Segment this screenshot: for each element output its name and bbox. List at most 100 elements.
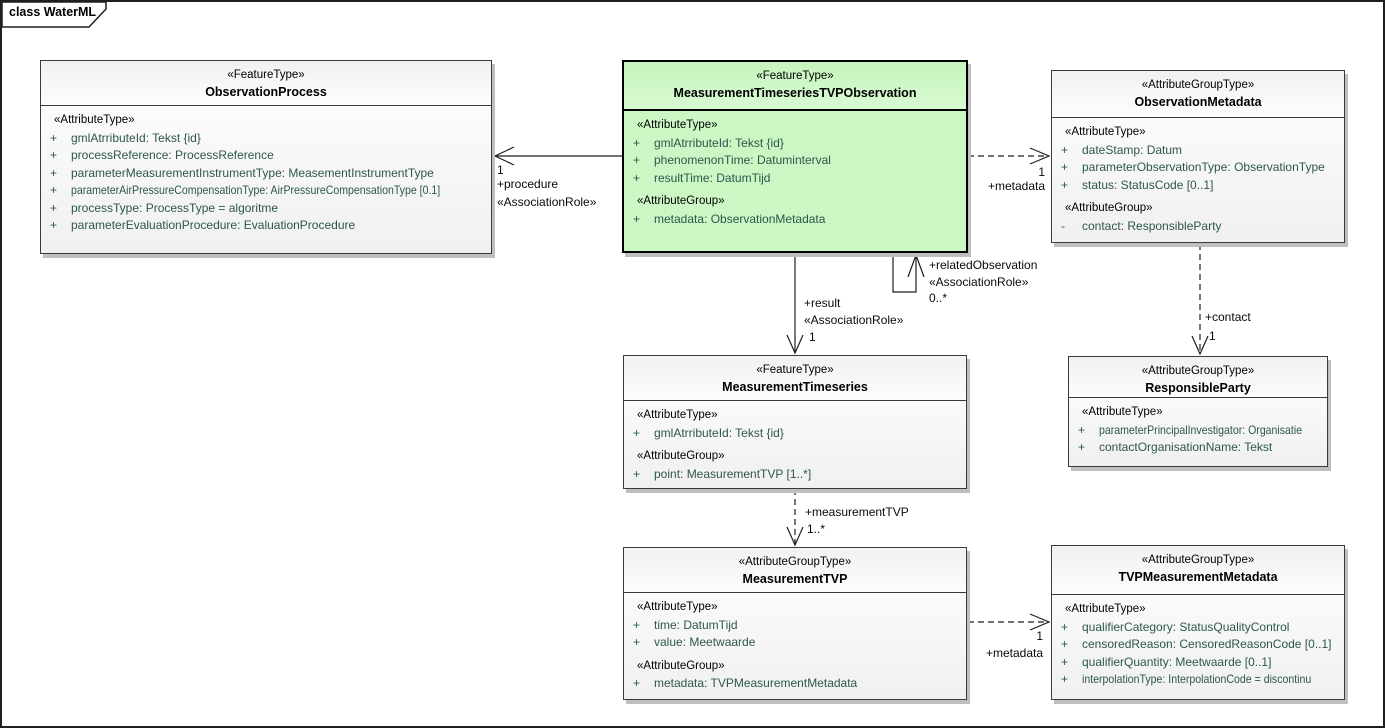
visibility: +: [50, 130, 58, 145]
connector-metadata-top[interactable]: [968, 147, 1051, 165]
class-measurement-timeseries-tvp-observation[interactable]: «FeatureType» MeasurementTimeseriesTVPOb…: [622, 60, 968, 253]
class-header: «AttributeGroupType» ObservationMetadata: [1052, 71, 1344, 118]
class-stereotype: «AttributeGroupType»: [1141, 365, 1255, 377]
class-name: ObservationProcess: [205, 85, 327, 99]
section-heading: «AttributeType»: [637, 119, 718, 131]
attributes-compartment: «AttributeType» +qualifierCategory: Stat…: [1052, 595, 1344, 689]
connector-related-observation[interactable]: [892, 253, 925, 293]
attribute-row[interactable]: +censoredReason: CensoredReasonCode [0..…: [1052, 636, 1344, 654]
attribute-row[interactable]: +parameterEvaluationProcedure: Evaluatio…: [41, 217, 491, 235]
visibility: +: [633, 211, 641, 226]
attributes-compartment: «AttributeType» +dateStamp: Datum +param…: [1052, 118, 1344, 235]
attribute-row[interactable]: +resultTime: DatumTijd: [624, 170, 966, 188]
attribute-text: gmlAtrributeId: Tekst {id}: [654, 135, 784, 150]
metadata-bottom-role-label: +metadata: [985, 646, 1043, 660]
open-arrowhead-icon: [786, 334, 804, 355]
measurement-tvp-multiplicity: 1..*: [807, 522, 826, 536]
attribute-row[interactable]: +qualifierQuantity: Meetwaarde [0..1]: [1052, 654, 1344, 672]
class-measurement-tvp[interactable]: «AttributeGroupType» MeasurementTVP «Att…: [623, 547, 967, 700]
attribute-text: interpolationType: InterpolationCode = d…: [1082, 672, 1312, 686]
section-heading: «AttributeGroup»: [637, 450, 725, 462]
attribute-row[interactable]: +gmlAtrributeId: Tekst {id}: [624, 425, 966, 443]
class-stereotype: «FeatureType»: [227, 69, 305, 81]
open-arrowhead-icon: [1029, 613, 1051, 631]
attribute-text: value: Meetwaarde: [654, 635, 756, 649]
attributes-compartment: «AttributeType» +parameterPrincipalInves…: [1069, 398, 1327, 457]
attribute-row[interactable]: -contact: ResponsibleParty: [1052, 218, 1344, 236]
visibility: +: [50, 148, 58, 162]
section-heading: «AttributeType»: [637, 601, 718, 613]
contact-multiplicity: 1: [1209, 329, 1216, 343]
attribute-row[interactable]: +status: StatusCode [0..1]: [1052, 177, 1344, 195]
connector-metadata-bottom[interactable]: [968, 613, 1051, 631]
attribute-row[interactable]: +point: MeasurementTVP [1..*]: [624, 466, 966, 484]
attribute-row[interactable]: +parameterMeasurementInstrumentType: Mea…: [41, 165, 491, 183]
visibility: +: [633, 425, 641, 440]
contact-role-label: +contact: [1205, 310, 1251, 324]
class-stereotype: «FeatureType»: [756, 364, 834, 376]
connector-measurement-tvp[interactable]: [786, 489, 804, 547]
attribute-row[interactable]: +dateStamp: Datum: [1052, 142, 1344, 160]
attribute-text: contact: ResponsibleParty: [1082, 218, 1222, 233]
class-observation-process[interactable]: «FeatureType» ObservationProcess «Attrib…: [40, 60, 492, 254]
class-observation-metadata[interactable]: «AttributeGroupType» ObservationMetadata…: [1051, 70, 1345, 243]
class-header: «AttributeGroupType» ResponsibleParty: [1069, 357, 1327, 398]
section-heading: «AttributeType»: [1082, 406, 1163, 418]
attribute-text: qualifierCategory: StatusQualityControl: [1082, 619, 1290, 634]
class-measurement-timeseries[interactable]: «FeatureType» MeasurementTimeseries «Att…: [623, 355, 967, 489]
visibility: +: [633, 466, 641, 481]
related-observation-multiplicity: 0..*: [929, 291, 948, 305]
attribute-row[interactable]: + processReference: ProcessReference: [41, 147, 491, 165]
visibility: +: [633, 635, 641, 649]
attribute-text: gmlAtrributeId: Tekst {id}: [71, 130, 201, 145]
diagram-tab-label: class WaterML: [9, 5, 97, 19]
attribute-text: processReference: ProcessReference: [71, 148, 274, 162]
diagram-tab: [1, 1, 107, 28]
attribute-row[interactable]: + metadata: TVPMeasurementMetadata: [624, 675, 966, 693]
attribute-row[interactable]: + gmlAtrributeId: Tekst {id}: [624, 135, 966, 153]
attribute-row[interactable]: +parameterAirPressureCompensationType: A…: [41, 182, 491, 200]
attribute-row[interactable]: +parameterObservationType: ObservationTy…: [1052, 159, 1344, 177]
open-arrowhead-icon: [1191, 335, 1209, 356]
attribute-text: status: StatusCode [0..1]: [1082, 177, 1214, 192]
attribute-row[interactable]: +phenomenonTime: Datuminterval: [624, 152, 966, 170]
visibility: +: [50, 200, 58, 215]
attribute-row[interactable]: +interpolationType: InterpolationCode = …: [1052, 671, 1344, 689]
class-name: ObservationMetadata: [1134, 95, 1262, 109]
attribute-row[interactable]: + value: Meetwaarde: [624, 634, 966, 652]
attribute-text: parameterEvaluationProcedure: Evaluation…: [71, 218, 356, 232]
attribute-row[interactable]: + metadata: ObservationMetadata: [624, 211, 966, 229]
attribute-text: metadata: TVPMeasurementMetadata: [654, 676, 858, 690]
connector-contact[interactable]: [1191, 244, 1209, 356]
attribute-text: metadata: ObservationMetadata: [654, 211, 826, 226]
visibility: +: [633, 135, 641, 150]
attribute-row[interactable]: + time: DatumTijd: [624, 617, 966, 635]
open-arrowhead-icon: [786, 526, 804, 547]
visibility: +: [633, 617, 641, 632]
visibility: +: [1061, 637, 1069, 651]
connector-procedure[interactable]: [493, 146, 622, 166]
attribute-row[interactable]: +processType: ProcessType = algoritme: [41, 200, 491, 218]
visibility: +: [1078, 422, 1086, 437]
connector-result[interactable]: [786, 253, 804, 355]
attribute-text: time: DatumTijd: [654, 617, 738, 632]
class-header: «FeatureType» MeasurementTimeseries: [624, 356, 966, 401]
class-name: MeasurementTimeseries: [722, 380, 868, 394]
section-heading: «AttributeType»: [637, 409, 718, 421]
class-header: «FeatureType» ObservationProcess: [41, 61, 491, 106]
class-stereotype: «AttributeGroupType»: [1141, 79, 1255, 91]
attribute-row[interactable]: +parameterPrincipalInvestigator: Organis…: [1069, 422, 1327, 440]
class-name: TVPMeasurementMetadata: [1118, 570, 1278, 584]
section-heading: «AttributeGroup»: [1065, 202, 1153, 214]
visibility: +: [1061, 142, 1069, 157]
class-responsible-party[interactable]: «AttributeGroupType» ResponsibleParty «A…: [1068, 356, 1328, 467]
procedure-stereotype-label: «AssociationRole»: [497, 195, 597, 209]
class-tvp-measurement-metadata[interactable]: «AttributeGroupType» TVPMeasurementMetad…: [1051, 545, 1345, 700]
visibility: +: [633, 676, 641, 690]
result-role-label: +result: [804, 296, 841, 310]
attribute-row[interactable]: + gmlAtrributeId: Tekst {id}: [41, 130, 491, 148]
section-heading: «AttributeType»: [1065, 603, 1146, 615]
attribute-row[interactable]: +contactOrganisationName: Tekst: [1069, 439, 1327, 457]
attributes-compartment: «AttributeType» +gmlAtrributeId: Tekst {…: [624, 401, 966, 483]
attribute-row[interactable]: +qualifierCategory: StatusQualityControl: [1052, 619, 1344, 637]
